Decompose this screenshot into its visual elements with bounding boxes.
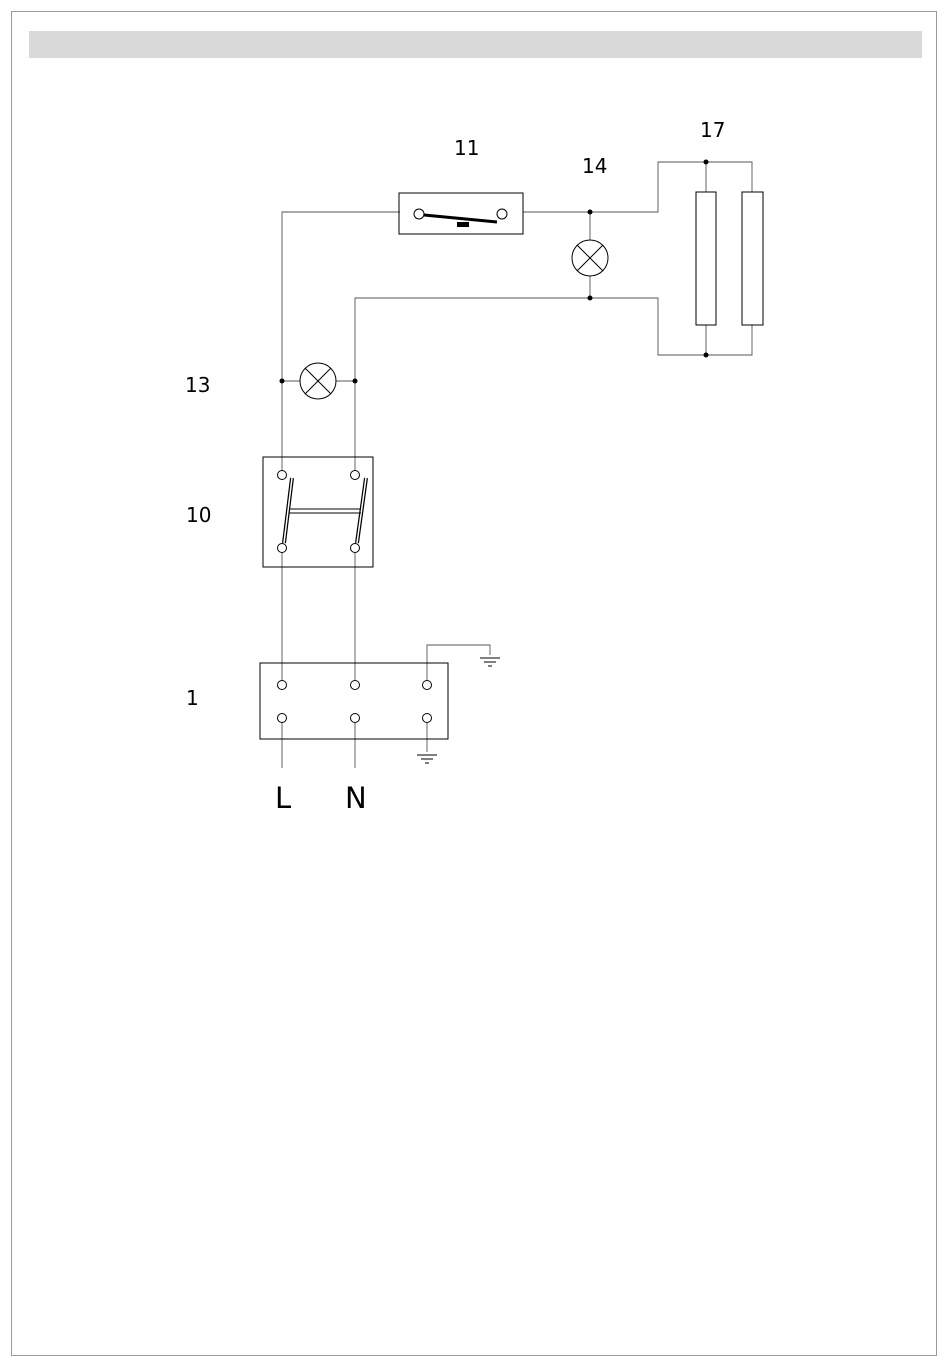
terminal-block-1 xyxy=(260,663,448,739)
main-switch-10-terminal xyxy=(278,544,287,553)
label-11: 11 xyxy=(454,136,479,160)
terminal-block-terminal xyxy=(278,681,287,690)
label-line: L xyxy=(275,781,291,815)
terminal-block-terminal xyxy=(278,714,287,723)
wire-line-switch10-to-switch11 xyxy=(282,212,400,475)
terminal-block-terminal xyxy=(351,714,360,723)
switch-11 xyxy=(399,193,523,234)
wire-switch11-to-elements xyxy=(523,162,752,212)
heating-element-left xyxy=(696,192,716,325)
terminal-block-terminal xyxy=(423,714,432,723)
terminal-block-terminal xyxy=(351,681,360,690)
label-neutral: N xyxy=(345,781,367,815)
lamp-14 xyxy=(572,240,608,276)
label-14: 14 xyxy=(582,154,607,178)
wire-neutral-switch10-to-return xyxy=(355,298,752,475)
main-switch-10-terminal xyxy=(278,471,287,480)
label-1: 1 xyxy=(186,686,199,710)
switch-11-blade xyxy=(424,215,497,222)
switch-11-terminal xyxy=(497,209,507,219)
terminal-block-terminal xyxy=(423,681,432,690)
earth-icon xyxy=(417,755,437,763)
junction-dot xyxy=(353,379,358,384)
heating-elements-17 xyxy=(696,192,763,325)
lamp-13 xyxy=(300,363,336,399)
label-10: 10 xyxy=(186,503,211,527)
junction-dot xyxy=(588,210,593,215)
terminal-block-1-body xyxy=(260,663,448,739)
junction-dot xyxy=(280,379,285,384)
switch-11-terminal xyxy=(414,209,424,219)
main-switch-10 xyxy=(263,457,373,567)
wires xyxy=(282,162,752,768)
main-switch-10-terminal xyxy=(351,471,360,480)
switch-11-actuator xyxy=(457,222,469,227)
label-17: 17 xyxy=(700,118,725,142)
main-switch-10-terminal xyxy=(351,544,360,553)
junction-dot xyxy=(588,296,593,301)
label-13: 13 xyxy=(185,373,210,397)
junction-dot xyxy=(704,353,709,358)
junction-dot xyxy=(704,160,709,165)
heating-element-right xyxy=(742,192,763,325)
earth-icon xyxy=(480,658,500,666)
